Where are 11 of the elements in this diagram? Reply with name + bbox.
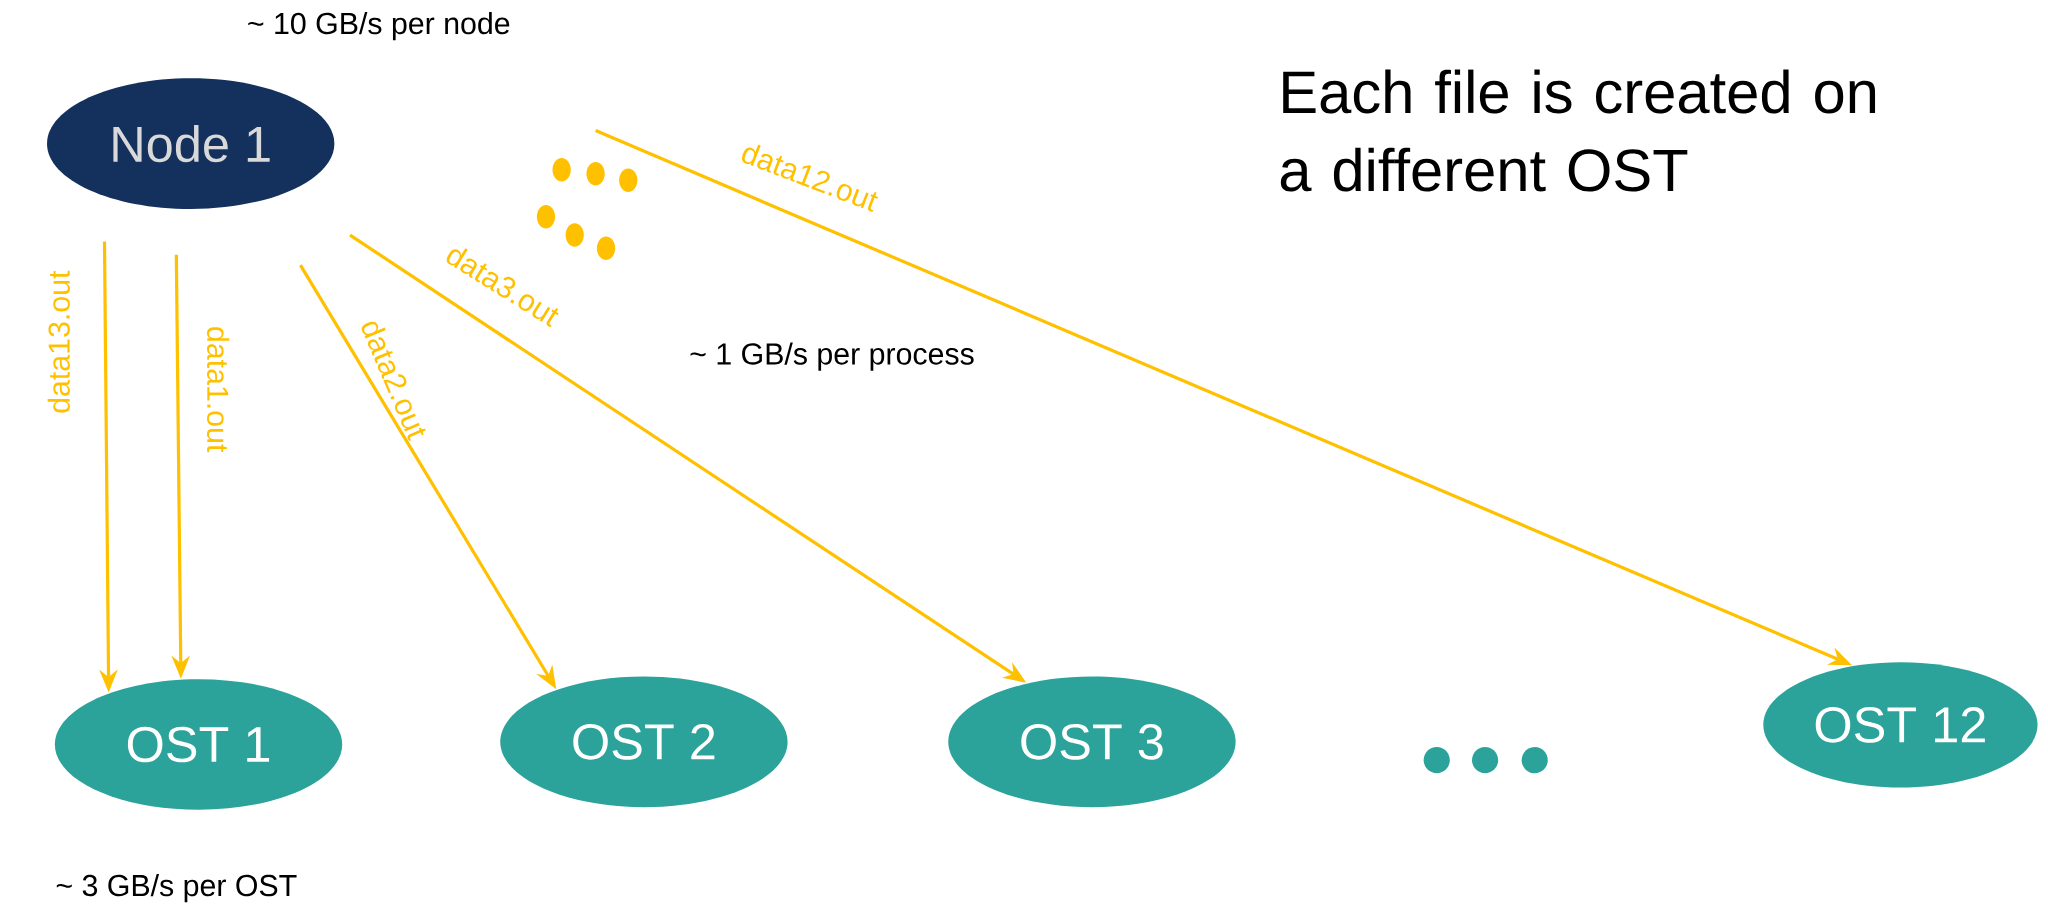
rate-note: ~ 3 GB/s per OST	[56, 874, 297, 903]
ellipse-node: OST 3	[948, 676, 1236, 808]
edge-label: data13.out	[47, 271, 70, 413]
ellipse-node: OST 2	[500, 676, 788, 808]
ellipse-node: Node 1	[47, 78, 335, 210]
ellipse-node: OST 12	[1763, 662, 2038, 788]
edge-label: data1.out	[207, 327, 230, 453]
rate-note: ~ 10 GB/s per node	[248, 12, 510, 41]
rate-note: ~ 1 GB/s per process	[690, 342, 974, 371]
heading-text: Each file is created on a different OST	[1280, 69, 1876, 192]
ellipse-node: OST 1	[54, 679, 343, 810]
